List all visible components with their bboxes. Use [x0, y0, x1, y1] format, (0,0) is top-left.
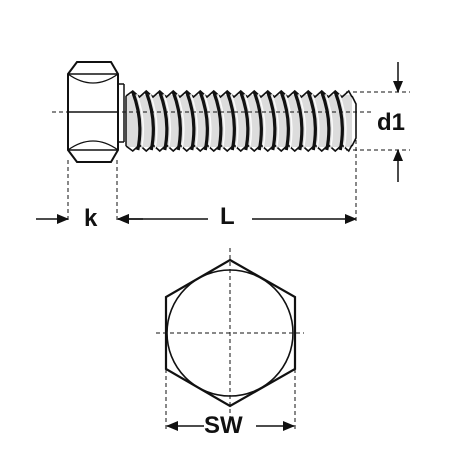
dimension-arrows: [36, 62, 403, 431]
thread-diameter-label: d1: [377, 109, 406, 136]
bolt-head-top-view: [156, 248, 304, 432]
head-height-label: k: [84, 205, 98, 232]
threaded-shank: [125, 89, 357, 153]
length-label: L: [220, 203, 235, 230]
dimension-guides: [52, 91, 410, 222]
width-across-flats-label: SW: [204, 412, 243, 439]
